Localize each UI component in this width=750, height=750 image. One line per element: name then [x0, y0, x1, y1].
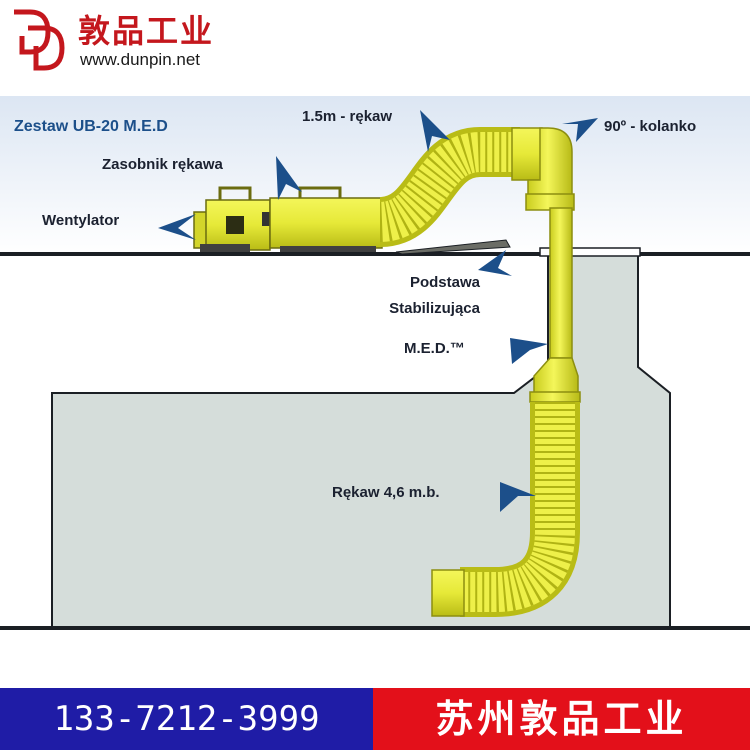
label-elbow-90: 90º - kolanko: [604, 118, 697, 135]
hose-container: [269, 186, 383, 252]
diagram-title: Zestaw UB-20 M.E.D: [14, 118, 168, 135]
label-hose-4-6m: Rękaw 4,6 m.b.: [332, 484, 440, 501]
ventilation-diagram: Zestaw UB-20 M.E.D 1.5m - rękaw 90º - ko…: [0, 82, 750, 688]
label-base-line2: Stabilizująca: [389, 300, 480, 317]
arrow-hose-1-5m: [420, 110, 450, 152]
floor-line: [0, 626, 750, 630]
arrow-elbow: [562, 118, 598, 142]
brand-name: 敦品工业: [78, 12, 215, 50]
med-pipe: [529, 207, 581, 403]
stabilizing-base: [395, 239, 511, 255]
header: 敦品工业 www.dunpin.net: [0, 0, 750, 82]
arrow-fan: [158, 214, 196, 240]
label-base-line1: Podstawa: [409, 274, 480, 291]
fan-unit: [193, 186, 274, 252]
brand-url: www.dunpin.net: [80, 50, 201, 69]
surface-line: [0, 252, 750, 256]
label-hose-1-5m: 1.5m - rękaw: [302, 108, 393, 125]
label-fan: Wentylator: [42, 212, 120, 229]
hose-4-6m: [431, 402, 580, 617]
footer: 133-7212-3999 苏州敦品工业: [0, 688, 750, 750]
hose-1-5m: [377, 127, 520, 247]
arrow-med: [510, 338, 548, 364]
arrow-container: [276, 156, 302, 200]
shaft-collar: [539, 247, 641, 257]
label-med: M.E.D.™: [404, 340, 465, 357]
label-hose-container: Zasobnik rękawa: [102, 156, 223, 173]
company-name: 苏州敦品工业: [373, 688, 750, 750]
phone-number: 133-7212-3999: [0, 688, 373, 750]
dunpin-logo-icon: [14, 9, 65, 71]
arrow-hose-4-6m: [500, 482, 536, 512]
arrow-base: [478, 250, 512, 276]
label-arrows: [158, 110, 598, 512]
diagram-illustration: [0, 96, 750, 630]
